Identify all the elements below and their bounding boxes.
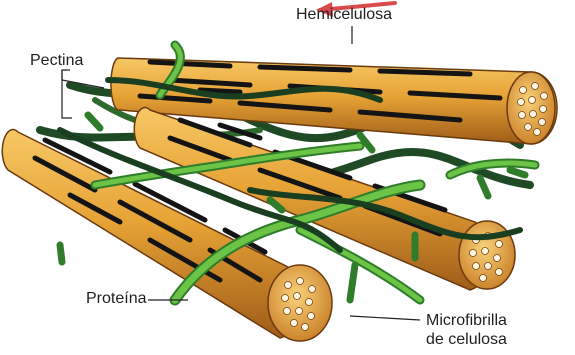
protein-label: Proteína (86, 290, 146, 307)
pectin-label: Pectina (30, 52, 83, 69)
microfibril-label-line1: Microfibrilla (426, 311, 507, 330)
microfibril-label: Microfibrilla de celulosa (426, 311, 507, 349)
microfibril-label-line2: de celulosa (426, 330, 507, 349)
hemicellulose-label: Hemicelulosa (296, 6, 392, 23)
